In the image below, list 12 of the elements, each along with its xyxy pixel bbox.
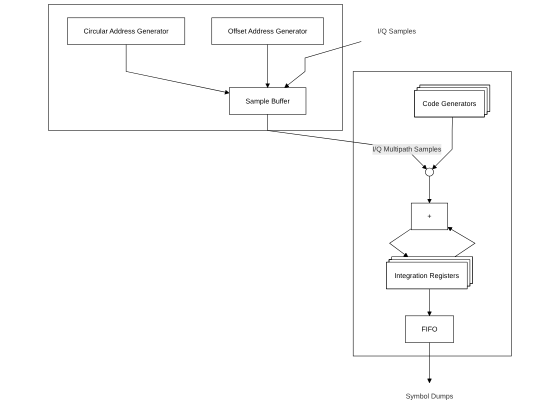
- arrow: [427, 342, 432, 384]
- arrow: [448, 226, 476, 258]
- arrow: [427, 288, 432, 316]
- arrow: [126, 44, 230, 94]
- node-circle: [425, 168, 434, 176]
- arrow: [265, 44, 270, 88]
- cluster: [48, 4, 343, 131]
- arrow: [427, 176, 432, 204]
- cluster: [352, 71, 512, 356]
- arrow: [389, 228, 412, 258]
- arrow: [284, 41, 362, 88]
- arrow: [432, 117, 453, 170]
